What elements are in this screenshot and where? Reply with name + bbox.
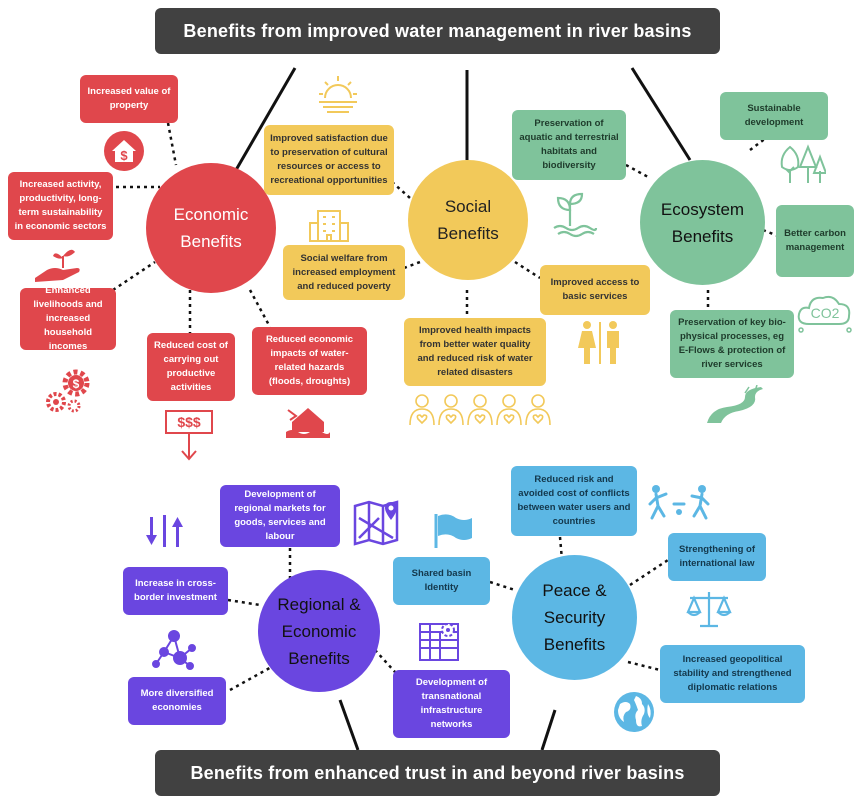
box-enhanced-livelihoods: Enhanced livelihoods and increased house… bbox=[20, 285, 116, 352]
box-sustainable-development: Sustainable development bbox=[720, 92, 828, 140]
restroom-icon bbox=[578, 321, 619, 364]
regional-economic-benefits-label: Regional & Economic Benefits bbox=[277, 594, 361, 668]
sunrise-icon bbox=[319, 76, 357, 113]
people-fighting-icon bbox=[648, 485, 710, 520]
box-biophysical-processes: Preservation of key bio-physical process… bbox=[670, 310, 794, 378]
ecosystem-benefits-circle: Ecosystem Benefits bbox=[640, 160, 765, 285]
top-banner: Benefits from improved water management … bbox=[155, 8, 720, 54]
box-increased-property-value: Increased value of property bbox=[80, 75, 178, 123]
box-reduced-hazard-impacts: Reduced economic impacts of water-relate… bbox=[252, 327, 367, 395]
house-dollar-icon: $ bbox=[104, 131, 144, 171]
box-increased-activity: Increased activity, productivity, long-t… bbox=[8, 172, 113, 240]
box-carbon-management: Better carbon management bbox=[776, 205, 854, 277]
co2-label: CO2 bbox=[811, 305, 840, 321]
co2-cloud-icon: CO2 bbox=[797, 295, 852, 333]
map-icon bbox=[353, 500, 399, 546]
box-shared-basin-identity: Shared basin Identity bbox=[393, 557, 490, 605]
regional-economic-benefits-circle: Regional & Economic Benefits bbox=[258, 570, 380, 692]
svg-text:$: $ bbox=[73, 377, 80, 391]
river-icon bbox=[707, 385, 763, 423]
people-hearts-icon bbox=[409, 394, 551, 426]
box-transnational-infrastructure: Development of transnational infrastruct… bbox=[393, 670, 510, 738]
box-reduced-conflict-risk: Reduced risk and avoided cost of conflic… bbox=[511, 466, 637, 536]
box-diversified-economies: More diversified economies bbox=[128, 677, 226, 725]
network-icon bbox=[152, 630, 196, 670]
box-international-law: Strengthening of international law bbox=[668, 533, 766, 581]
box-habitats-biodiversity: Preservation of aquatic and terrestrial … bbox=[512, 110, 626, 180]
social-benefits-label: Social Benefits bbox=[437, 197, 499, 243]
svg-text:$: $ bbox=[120, 148, 128, 163]
ecosystem-benefits-label: Ecosystem Benefits bbox=[660, 199, 745, 246]
dollar-down-label: $$$ bbox=[165, 410, 213, 434]
social-benefits-circle: Social Benefits bbox=[408, 160, 528, 280]
flood-house-icon bbox=[286, 408, 330, 438]
arrow-down-icon bbox=[181, 434, 197, 461]
factory-gear-icon bbox=[419, 623, 459, 661]
scales-icon bbox=[686, 592, 732, 628]
globe-icon bbox=[614, 692, 654, 732]
trees-icon bbox=[780, 144, 826, 183]
box-geopolitical-stability: Increased geopolitical stability and str… bbox=[660, 645, 805, 703]
hand-plant-icon bbox=[35, 249, 80, 282]
plant-water-icon bbox=[553, 192, 598, 238]
building-icon bbox=[309, 210, 349, 242]
arrows-updown-icon bbox=[146, 515, 183, 547]
peace-security-benefits-circle: Peace & Security Benefits bbox=[512, 555, 637, 680]
flag-icon bbox=[434, 514, 472, 548]
dollar-down-icon: $$$ bbox=[165, 410, 213, 466]
box-reduced-cost: Reduced cost of carrying out productive … bbox=[147, 333, 235, 401]
peace-security-benefits-label: Peace & Security Benefits bbox=[542, 581, 607, 654]
box-cultural-satisfaction: Improved satisfaction due to preservatio… bbox=[264, 125, 394, 195]
economic-benefits-circle: Economic Benefits bbox=[146, 163, 276, 293]
box-cross-border-investment: Increase in cross-border investment bbox=[123, 567, 228, 615]
economic-benefits-label: Economic Benefits bbox=[173, 205, 249, 251]
bottom-banner: Benefits from enhanced trust in and beyo… bbox=[155, 750, 720, 796]
gears-dollar-icon: $ bbox=[46, 369, 90, 413]
box-social-welfare: Social welfare from increased employment… bbox=[283, 245, 405, 300]
box-regional-markets: Development of regional markets for good… bbox=[220, 485, 340, 547]
box-basic-services: Improved access to basic services bbox=[540, 265, 650, 315]
box-improved-health: Improved health impacts from better wate… bbox=[404, 318, 546, 386]
